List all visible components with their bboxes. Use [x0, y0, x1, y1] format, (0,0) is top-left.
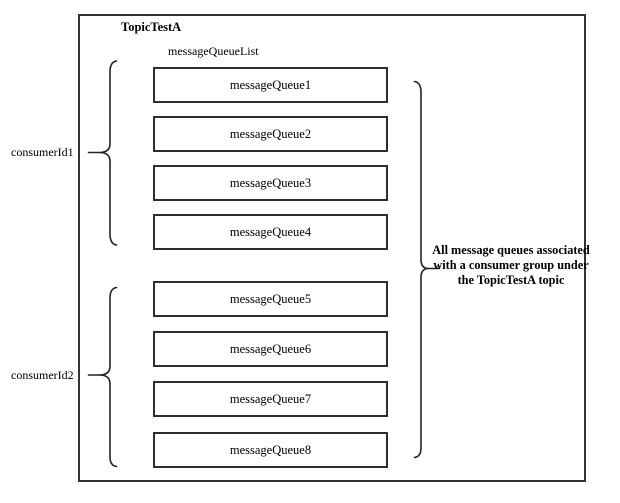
queue-box-6: messageQueue6	[153, 331, 388, 367]
queue-box-3: messageQueue3	[153, 165, 388, 201]
queue-label: messageQueue4	[229, 224, 312, 239]
annotation-line: with a consumer group under	[433, 258, 589, 272]
queue-label: messageQueue7	[229, 391, 312, 406]
queue-label: messageQueue6	[229, 341, 312, 356]
queue-box-4: messageQueue4	[153, 214, 388, 250]
queue-label: messageQueue2	[229, 126, 312, 141]
annotation-line: All message queues associated	[432, 243, 590, 257]
all-queues-annotation: All message queues associated with a con…	[429, 243, 593, 288]
annotation-line: the TopicTestA topic	[457, 273, 565, 287]
queue-label: messageQueue5	[229, 291, 312, 306]
queue-box-7: messageQueue7	[153, 381, 388, 417]
topic-title: TopicTestA	[121, 20, 182, 34]
queue-box-1: messageQueue1	[153, 67, 388, 103]
queue-box-5: messageQueue5	[153, 281, 388, 317]
queue-label: messageQueue1	[229, 77, 312, 92]
consumer-group-2-label: consumerId2	[11, 368, 74, 382]
queue-label: messageQueue3	[229, 175, 312, 190]
consumer-group-1-label: consumerId1	[11, 145, 74, 159]
queue-box-2: messageQueue2	[153, 116, 388, 152]
queue-label: messageQueue8	[229, 442, 312, 457]
queue-box-8: messageQueue8	[153, 432, 388, 468]
message-queue-list-label: messageQueueList	[168, 44, 259, 58]
